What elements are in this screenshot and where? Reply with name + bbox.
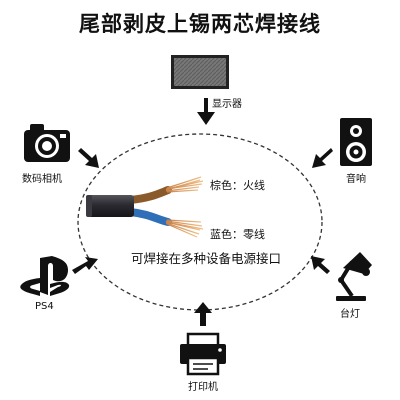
printer-label: 打印机 xyxy=(188,382,218,393)
desk-lamp-icon xyxy=(336,252,372,301)
center-caption: 可焊接在多种设备电源接口 xyxy=(130,251,281,266)
ps4-label: PS4 xyxy=(35,301,54,312)
cable-illustration xyxy=(86,176,204,238)
arrow-monitor xyxy=(197,98,215,125)
blue-wire-label: 蓝色：零线 xyxy=(210,228,265,241)
arrow-ps4 xyxy=(72,257,98,274)
camera-label: 数码相机 xyxy=(22,174,62,185)
camera-icon xyxy=(24,124,70,162)
monitor-label: 显示器 xyxy=(212,99,242,110)
page-title: 尾部剥皮上锡两芯焊接线 xyxy=(79,12,321,36)
printer-icon xyxy=(180,332,226,376)
ps4-logo-icon xyxy=(20,256,70,296)
arrow-camera xyxy=(78,148,99,168)
arrow-lamp xyxy=(311,256,330,274)
lamp-label: 台灯 xyxy=(340,309,360,320)
speaker-icon xyxy=(340,118,372,166)
monitor-icon xyxy=(171,55,229,89)
brown-wire-label: 棕色：火线 xyxy=(210,179,265,192)
speaker-label: 音响 xyxy=(346,174,366,185)
center-ellipse xyxy=(77,133,323,311)
arrow-speaker xyxy=(312,148,333,168)
arrow-printer xyxy=(194,302,212,326)
